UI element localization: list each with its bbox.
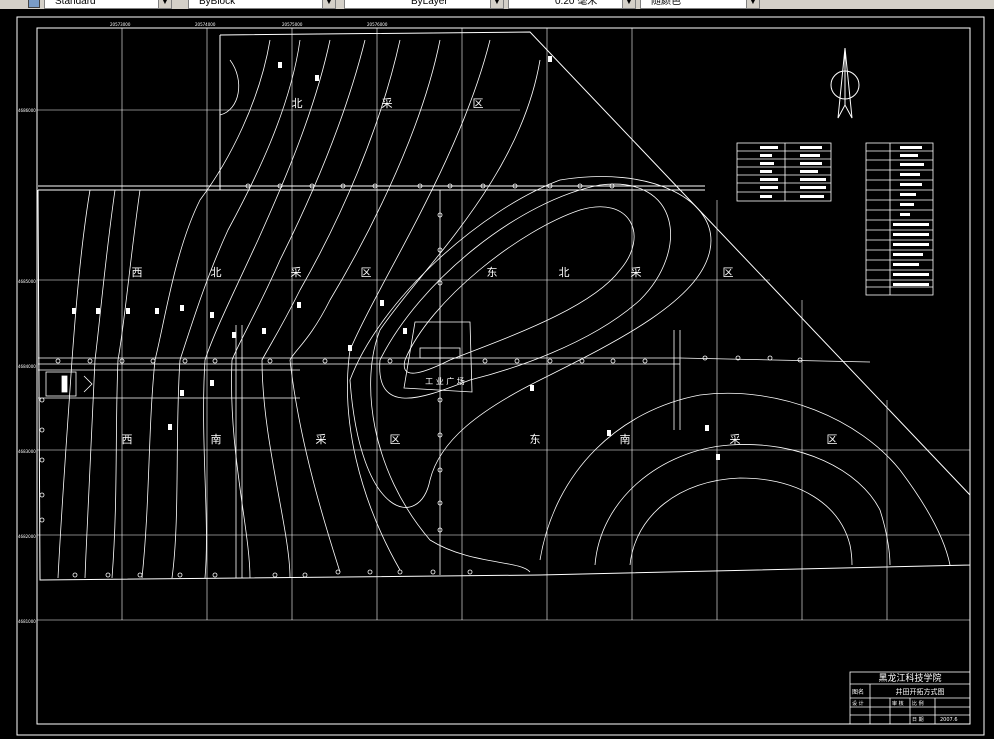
coord-label: 4684000 (18, 364, 36, 369)
chevron-down-icon[interactable]: ▼ (746, 0, 759, 8)
region-char: 东 (530, 433, 541, 446)
main-roadways (38, 190, 871, 578)
chevron-down-icon[interactable]: ▼ (322, 0, 335, 8)
coord-label: 4681000 (18, 619, 36, 624)
coordinate-grid (37, 28, 970, 621)
linetype-value: ByLayer (411, 0, 448, 7)
lineweight-value: 0.20 毫米 (555, 0, 598, 7)
date-value: 2007.6 (940, 717, 958, 723)
region-char: 北 (292, 97, 303, 110)
chevron-down-icon[interactable]: ▼ (622, 0, 635, 8)
region-char: 采 (730, 433, 741, 446)
text-style-icon[interactable] (28, 0, 40, 8)
region-char: 北 (559, 266, 570, 279)
coord-label: 4683000 (18, 449, 36, 454)
coord-label: 20575000 (282, 22, 303, 27)
region-char: 西 (132, 266, 143, 279)
text-style-select[interactable]: Standard ▼ (44, 0, 172, 9)
industrial-plaza (45, 321, 473, 397)
region-char: 区 (473, 97, 484, 110)
legend-table-left (736, 142, 832, 202)
drawing-name-label: 图名 (852, 688, 864, 696)
region-char: 采 (316, 433, 327, 446)
chevron-down-icon[interactable]: ▼ (158, 0, 171, 8)
drawing-title: 井田开拓方式图 (896, 687, 945, 696)
coord-label: 4685000 (18, 279, 36, 284)
color-select[interactable]: ByBlock ▼ (188, 0, 336, 9)
coord-label: 20574000 (195, 22, 216, 27)
region-char: 采 (631, 266, 642, 279)
chevron-down-icon[interactable]: ▼ (490, 0, 503, 8)
drawing-canvas[interactable]: 工 业 广 场 北 采 区 西 北 采 区 东 北 采 区 西 南 采 区 东 … (0, 9, 994, 739)
region-char: 采 (291, 266, 302, 279)
color-value: ByBlock (199, 0, 236, 7)
north-arrow-icon (830, 47, 860, 119)
coord-label: 20576000 (367, 22, 388, 27)
region-char: 区 (361, 266, 372, 279)
lineweight-select[interactable]: 0.20 毫米 ▼ (508, 0, 636, 9)
plot-style-value: 随颜色 (651, 0, 681, 7)
plaza-label: 工 业 广 场 (425, 376, 465, 386)
text-style-value: Standard (55, 0, 96, 7)
review-label: 审 核 (892, 700, 904, 707)
drawing-frame (16, 16, 985, 736)
region-char: 东 (487, 266, 498, 279)
design-label: 设 计 (852, 700, 864, 707)
region-char: 北 (211, 266, 222, 279)
region-char: 采 (382, 97, 393, 110)
coord-label: 4686000 (18, 108, 36, 113)
date-label: 日 期 (912, 717, 924, 723)
institution-name: 黑龙江科技学院 (878, 672, 941, 684)
boundary-nodes (39, 183, 615, 578)
region-char: 南 (211, 433, 222, 446)
legend-swatches-right (893, 146, 929, 286)
title-block (849, 671, 971, 725)
contour-lines (57, 39, 951, 579)
plot-style-select[interactable]: 随颜色 ▼ (640, 0, 760, 9)
coord-label: 20573000 (110, 22, 131, 27)
region-labels: 北 采 区 西 北 采 区 东 北 采 区 西 南 采 区 东 南 采 区 (122, 97, 838, 446)
mine-field-boundary (37, 31, 971, 581)
region-char: 区 (390, 433, 401, 446)
legend-table-right (865, 142, 934, 296)
region-char: 南 (620, 433, 631, 446)
coord-label: 4682000 (18, 534, 36, 539)
region-char: 区 (827, 433, 838, 446)
roadway-nodes (55, 212, 803, 533)
region-char: 区 (723, 266, 734, 279)
region-char: 西 (122, 433, 133, 446)
properties-toolbar: Standard ▼ ByBlock ▼ ByLayer ▼ 0.20 毫米 ▼… (0, 0, 994, 9)
ratio-label: 比 例 (912, 700, 924, 707)
boreholes (72, 56, 720, 460)
coordinate-labels: 4686000 4685000 4684000 4683000 4682000 … (18, 22, 388, 624)
legend-swatches-left (760, 146, 826, 198)
linetype-select[interactable]: ByLayer ▼ (344, 0, 504, 9)
